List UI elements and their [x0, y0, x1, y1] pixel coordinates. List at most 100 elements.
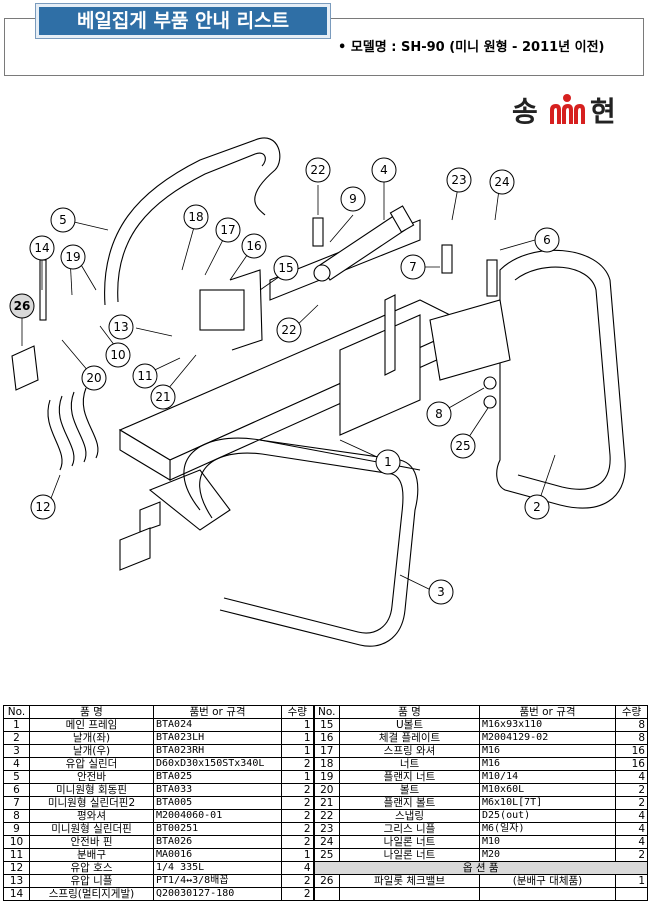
col-name: 품 명	[29, 705, 154, 719]
table-cell: 스냅링	[339, 809, 480, 823]
table-cell: M16x93x110	[479, 718, 616, 732]
table-cell	[312, 887, 340, 901]
svg-text:1: 1	[384, 455, 392, 469]
callout-22-top: 22	[305, 157, 331, 183]
table-cell: 나일론 너트	[339, 848, 480, 862]
col-no: No.	[3, 705, 30, 719]
table-cell: BTA005	[153, 796, 282, 810]
table-cell: M2004129-02	[479, 731, 616, 745]
callout-18: 18	[183, 204, 209, 230]
table-cell: 유압 니플	[29, 874, 154, 888]
table-cell: M10/14	[479, 770, 616, 784]
callout-25: 25	[450, 433, 476, 459]
table-cell: 볼트	[339, 783, 480, 797]
table-cell: 미니원형 실린더핀2	[29, 796, 154, 810]
table-cell: 3	[3, 744, 30, 758]
table-cell: 2	[615, 848, 648, 862]
table-cell: M10x60L	[479, 783, 616, 797]
table-cell: BTA026	[153, 835, 282, 849]
svg-text:13: 13	[113, 320, 128, 334]
table-cell: 4	[615, 809, 648, 823]
exploded-parts-diagram: 1 2 3 4 5 6 7 8 9 10 11 12 13 14 15 16 1…	[9, 137, 626, 647]
table-cell: 17	[312, 744, 340, 758]
table-cell: 그리스 니플	[339, 822, 480, 836]
table-cell: 18	[312, 757, 340, 771]
svg-text:4: 4	[380, 163, 388, 177]
table-cell: 2	[281, 822, 314, 836]
table-cell: 너트	[339, 757, 480, 771]
callout-11: 11	[132, 363, 158, 389]
svg-text:12: 12	[35, 500, 50, 514]
table-cell: 26	[312, 874, 340, 888]
callout-15: 15	[273, 255, 299, 281]
svg-text:24: 24	[494, 175, 509, 189]
table-cell: 16	[615, 744, 648, 758]
callout-12: 12	[30, 494, 56, 520]
table-cell: 날개(우)	[29, 744, 154, 758]
table-cell: 8	[615, 718, 648, 732]
callout-1: 1	[375, 449, 401, 475]
table-cell: U볼트	[339, 718, 480, 732]
table-cell: 유압 호스	[29, 861, 154, 875]
callout-4: 4	[371, 157, 397, 183]
table-cell: 1/4 335L	[153, 861, 282, 875]
table-cell: 파일롯 체크밸브	[339, 874, 480, 888]
col-no: No.	[312, 705, 340, 719]
col-qty: 수량	[615, 705, 648, 719]
col-spec: 품번 or 규격	[479, 705, 616, 719]
table-cell: BTA023RH	[153, 744, 282, 758]
table-cell: 2	[615, 783, 648, 797]
callout-3: 3	[428, 579, 454, 605]
svg-text:21: 21	[155, 390, 170, 404]
table-cell: 13	[3, 874, 30, 888]
table-cell: 2	[615, 796, 648, 810]
col-qty: 수량	[281, 705, 314, 719]
table-cell: 스프링 와셔	[339, 744, 480, 758]
table-cell: 4	[3, 757, 30, 771]
table-cell: 14	[3, 887, 30, 901]
table-cell: 1	[281, 718, 314, 732]
table-cell: M10	[479, 835, 616, 849]
table-cell: BTA033	[153, 783, 282, 797]
callout-23: 23	[446, 167, 472, 193]
table-cell: M2004060-01	[153, 809, 282, 823]
table-cell: 플랜지 볼트	[339, 796, 480, 810]
table-cell: 7	[3, 796, 30, 810]
table-cell: 2	[281, 783, 314, 797]
right-wing-drawing	[429, 249, 626, 509]
table-cell: 19	[312, 770, 340, 784]
table-cell: D60xD30x150STx340L	[153, 757, 282, 771]
table-header-row: No. 품 명 품번 or 규격 수량 No. 품 명 품번 or 규격 수량	[3, 705, 648, 719]
model-name: • 모델명 : SH-90 (미니 원형 - 2011년 이전)	[338, 40, 605, 55]
col-name: 품 명	[339, 705, 480, 719]
svg-text:17: 17	[220, 223, 235, 237]
table-cell: M6x10L[7T]	[479, 796, 616, 810]
callout-14: 14	[29, 235, 55, 261]
table-cell: 미니원형 회동핀	[29, 783, 154, 797]
svg-text:9: 9	[349, 192, 357, 206]
table-cell: 메인 프레임	[29, 718, 154, 732]
svg-text:7: 7	[409, 260, 417, 274]
table-cell: 4	[615, 822, 648, 836]
table-cell: 10	[3, 835, 30, 849]
table-cell: M16	[479, 757, 616, 771]
table-cell: 11	[3, 848, 30, 862]
table-cell: 1	[281, 731, 314, 745]
svg-text:20: 20	[86, 371, 101, 385]
table-cell: 5	[3, 770, 30, 784]
table-cell: 24	[312, 835, 340, 849]
table-cell: 22	[312, 809, 340, 823]
table-cell	[479, 887, 616, 901]
svg-text:18: 18	[188, 210, 203, 224]
table-cell: 안전바 핀	[29, 835, 154, 849]
option-header: 옵 션 품	[312, 861, 648, 875]
table-cell: D25(out)	[479, 809, 616, 823]
svg-text:6: 6	[543, 233, 551, 247]
